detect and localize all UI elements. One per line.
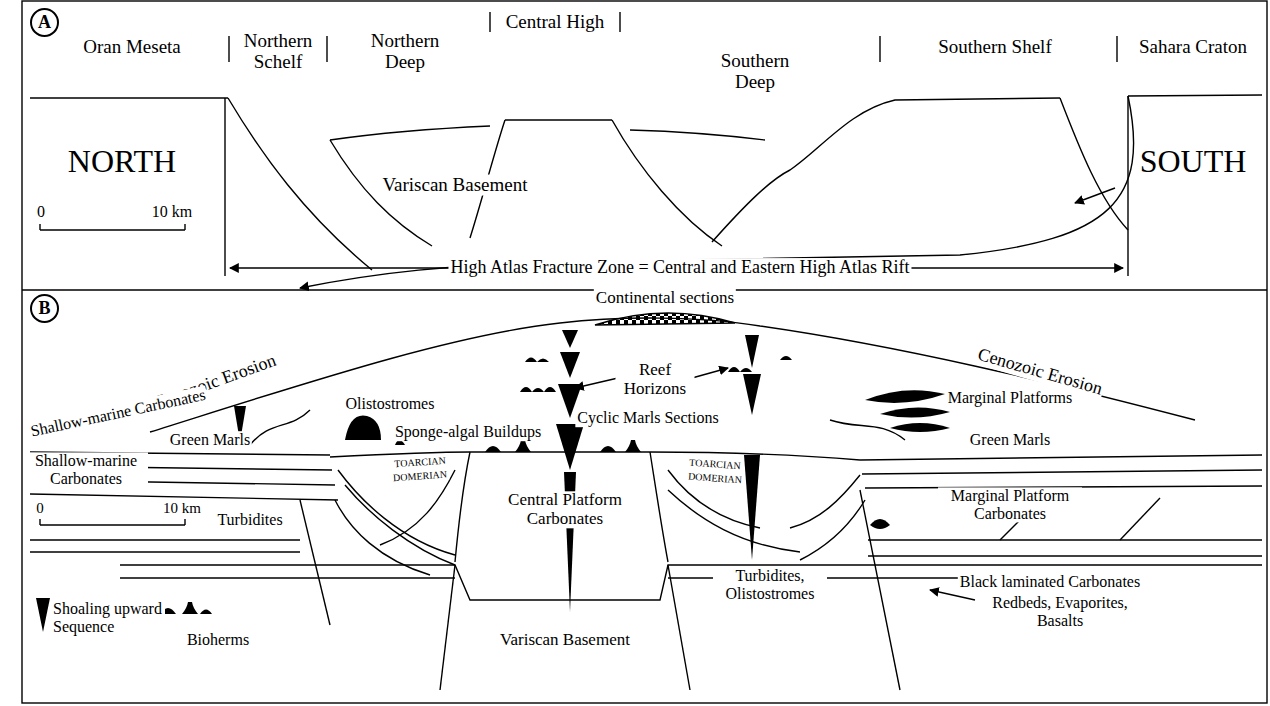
section-label: Variscan Basement	[498, 631, 632, 650]
section-label: Reef Horizons	[616, 361, 695, 398]
section-label: 0	[34, 500, 46, 517]
section-label: Green Marls	[168, 431, 252, 449]
section-label: Oran Meseta	[81, 37, 183, 58]
section-label: Central High	[504, 12, 607, 33]
panel-letter-text: B	[38, 298, 50, 319]
section-label: Olistostromes	[344, 395, 437, 413]
section-label: DOMERIAN	[686, 470, 745, 485]
section-label: Turbidites	[215, 511, 284, 529]
section-label: Marginal Platforms	[946, 389, 1075, 407]
panel-letter: B	[30, 294, 59, 323]
section-label: NORTH	[66, 144, 178, 179]
section-label: Central Platform Carbonates	[503, 491, 627, 528]
section-label: Continental sections	[594, 289, 736, 308]
legend-text: Shoaling upward Sequence	[51, 600, 165, 635]
section-label: Black laminated Carbonates	[958, 573, 1142, 591]
section-label: 0	[35, 203, 47, 221]
section-label: 10 km	[150, 203, 194, 221]
section-label: Turbidites, Olistostromes	[713, 567, 827, 602]
section-label: Southern Deep	[713, 51, 797, 93]
section-label: DOMERIAN	[391, 468, 450, 483]
section-label: Cyclic Marls Sections	[575, 409, 720, 427]
panel-letter: A	[30, 8, 59, 37]
section-label: Southern Shelf	[936, 37, 1053, 58]
panel-letter-text: A	[38, 12, 51, 33]
section-label: Northern Schelf	[236, 31, 320, 73]
section-label: High Atlas Fracture Zone = Central and E…	[448, 258, 911, 278]
section-label: Shallow-marine Carbonates	[24, 452, 148, 487]
legend-text: Bioherms	[185, 631, 251, 649]
section-label: Sponge-algal Buildups	[393, 423, 543, 441]
section-label: 10 km	[161, 500, 203, 517]
section-label: Northern Deep	[363, 31, 447, 73]
section-label: Green Marls	[968, 431, 1052, 449]
section-label: Variscan Basement	[380, 175, 529, 196]
section-label: Marginal Platform Carbonates	[938, 487, 1082, 522]
section-label: Sahara Craton	[1137, 37, 1249, 58]
section-label: SOUTH	[1138, 144, 1249, 179]
section-label: TOARCIAN	[392, 455, 448, 470]
section-label: TOARCIAN	[687, 457, 743, 472]
section-label: Redbeds, Evaporites, Basalts	[983, 594, 1137, 629]
